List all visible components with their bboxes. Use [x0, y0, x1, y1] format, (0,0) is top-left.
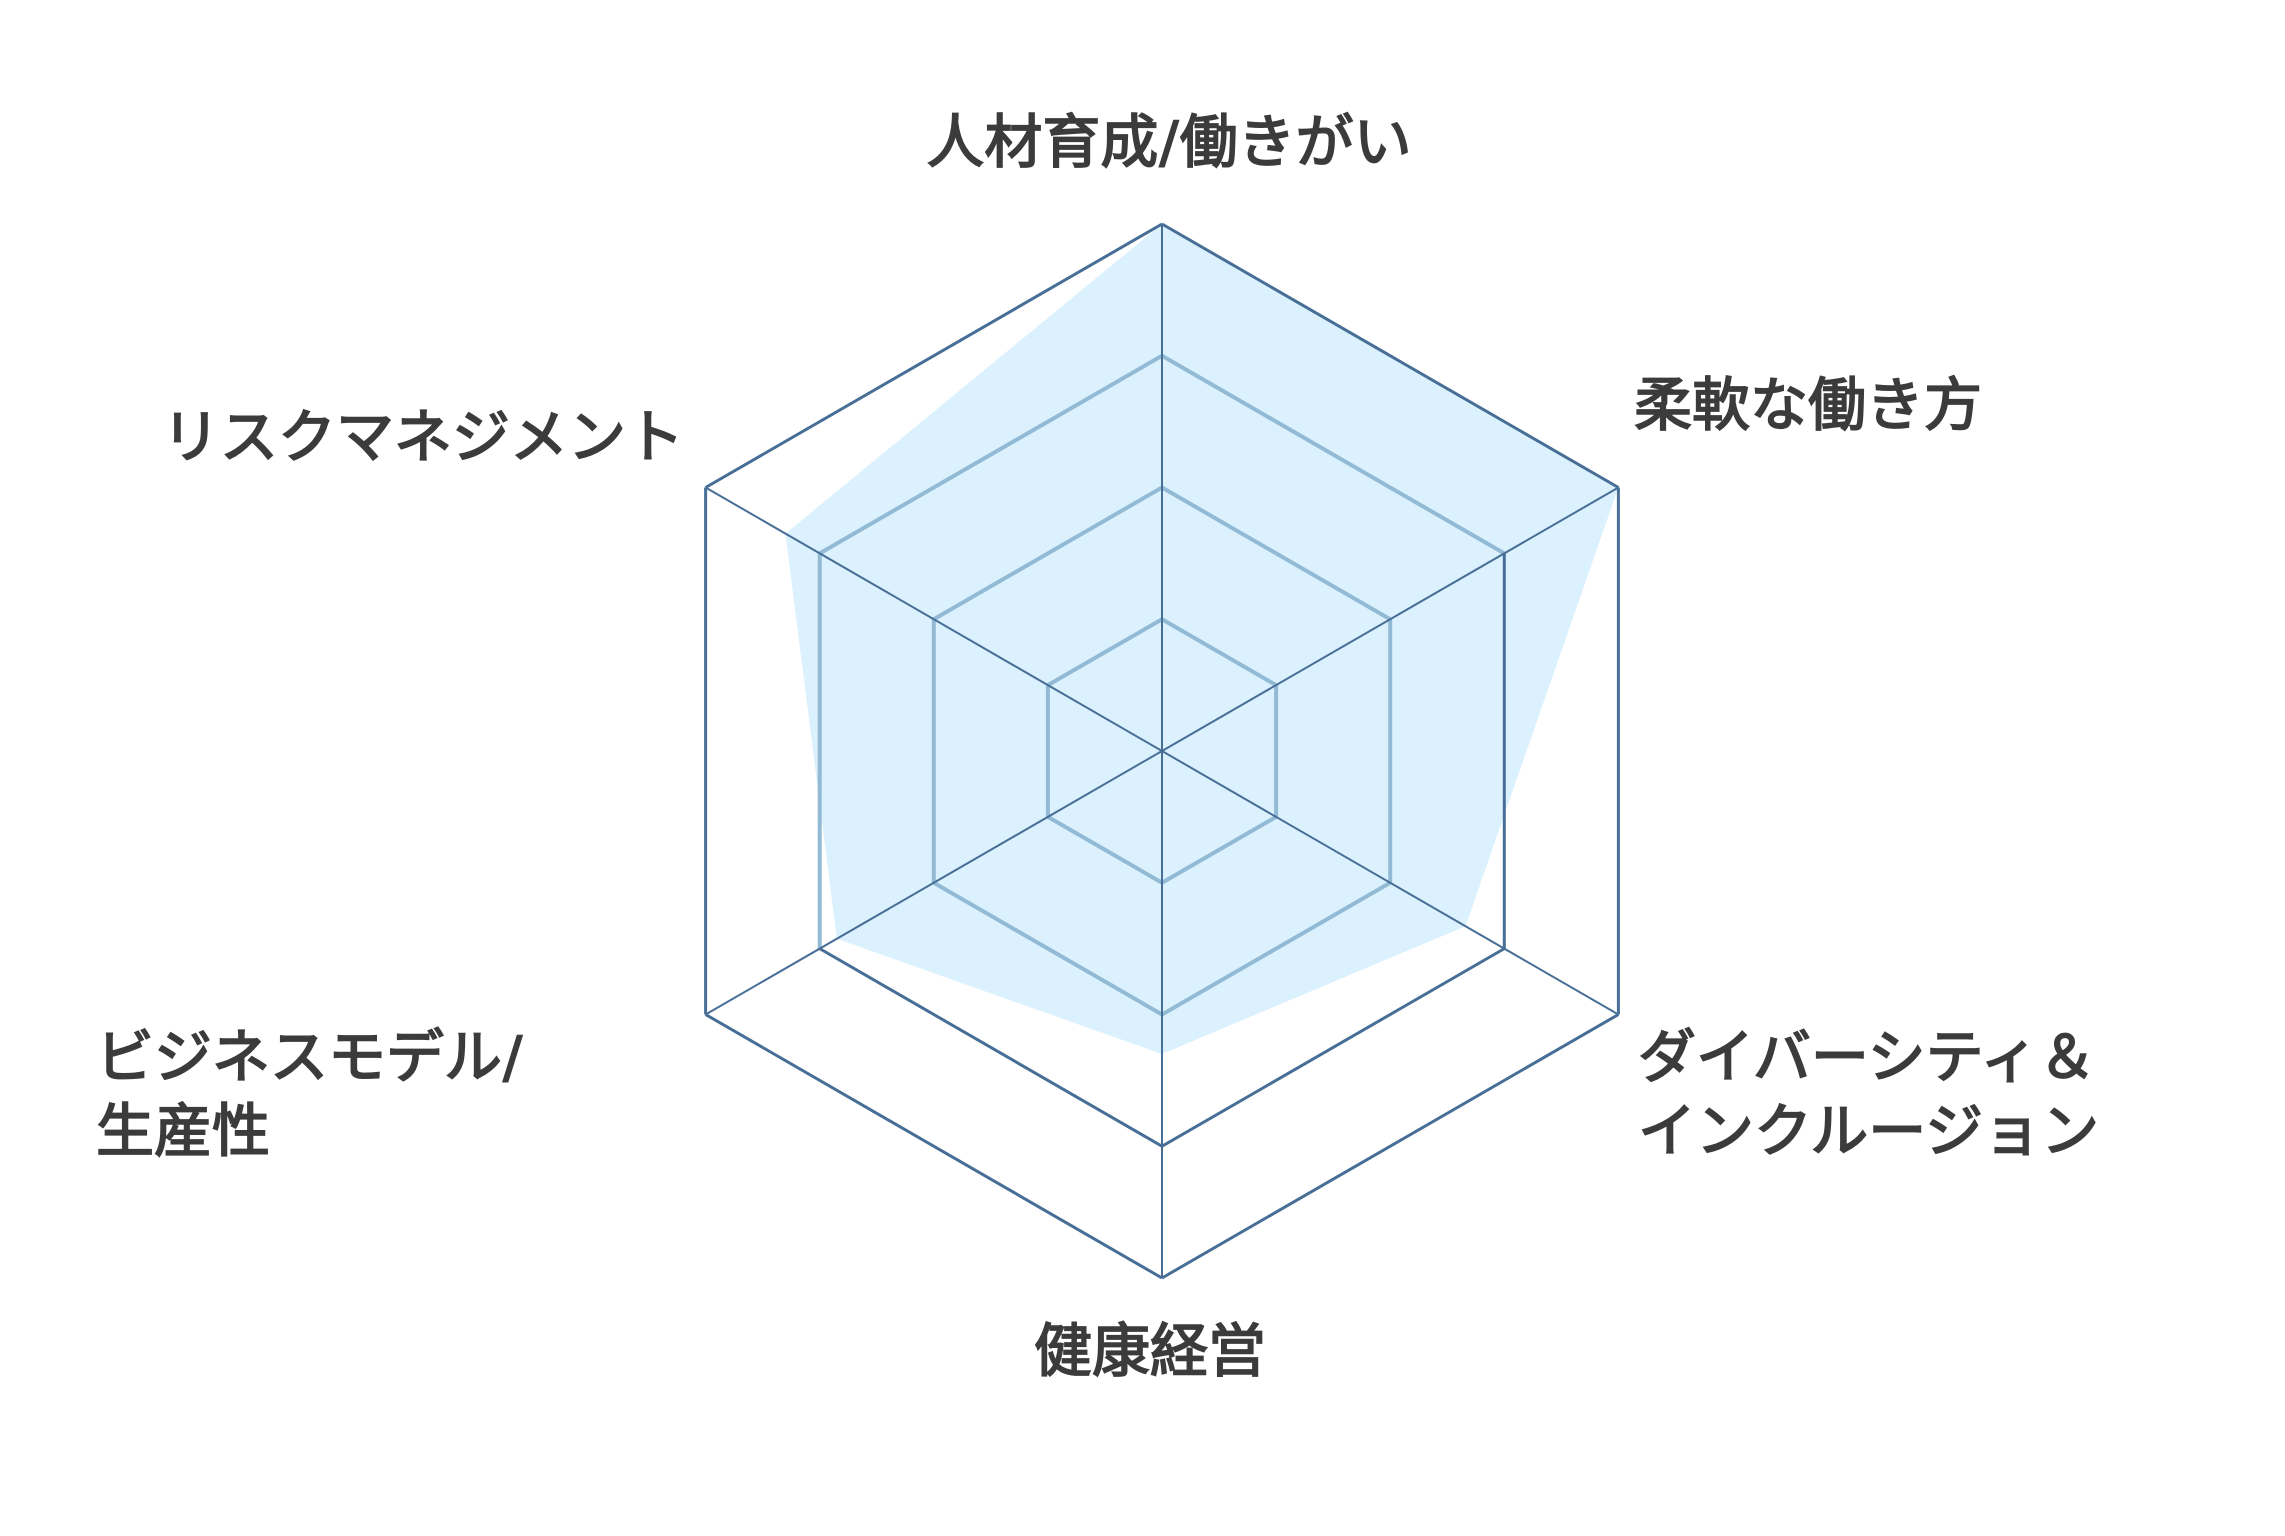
grid-ring-edge: [1046, 815, 1163, 885]
axis-spoke: [705, 750, 1163, 1016]
axis-label-line: 健康経営: [1033, 1317, 1267, 1385]
axis-label-business-model: ビジネスモデル/生産性: [96, 1020, 523, 1168]
grid-ring-edge: [1161, 1013, 1620, 1280]
grid-ring-edge: [1161, 617, 1278, 687]
axis-label-line: ダイバーシティ＆: [1638, 1023, 2097, 1091]
axis-label-risk-management: リスクマネジメント: [162, 400, 684, 474]
grid-ring-edge: [818, 354, 1163, 556]
axis-label-health-management: 健康経営: [1034, 1314, 1266, 1388]
grid-ring-edge: [1161, 485, 1392, 621]
grid-ring-edge: [932, 881, 1164, 1017]
axis-label-line: ビジネスモデル/: [96, 1023, 524, 1091]
axis-label-line: 柔軟な働き方: [1634, 371, 1983, 439]
grid-ring-edge: [1161, 222, 1620, 489]
axis-label-line: 生産性: [96, 1097, 271, 1165]
grid-ring-edge: [1161, 881, 1392, 1017]
axis-label-flexible-work: 柔軟な働き方: [1634, 368, 1982, 442]
axis-spoke: [1161, 486, 1619, 752]
grid-ring-edge: [818, 947, 1163, 1148]
axis-spoke: [705, 486, 1163, 752]
grid-ring-edge: [1161, 815, 1278, 885]
axis-label-diversity-inclusion: ダイバーシティ＆インクルージョン: [1638, 1020, 2099, 1168]
grid-ring-edge: [1161, 947, 1506, 1148]
axis-label-line: リスクマネジメント: [161, 403, 684, 471]
grid-ring-edge: [1160, 354, 1506, 556]
axis-label-line: インクルージョン: [1638, 1097, 2100, 1165]
axis-label-talent-development: 人材育成/働きがい: [926, 105, 1411, 179]
axis-spoke: [1161, 750, 1619, 1016]
grid-ring-edge: [704, 1013, 1163, 1280]
grid-ring-edge: [932, 485, 1164, 621]
data-area: [785, 224, 1619, 1055]
grid-ring-edge: [1046, 617, 1163, 687]
grid-ring-edge: [704, 222, 1163, 489]
axis-label-line: 人材育成/働きがい: [926, 108, 1412, 176]
